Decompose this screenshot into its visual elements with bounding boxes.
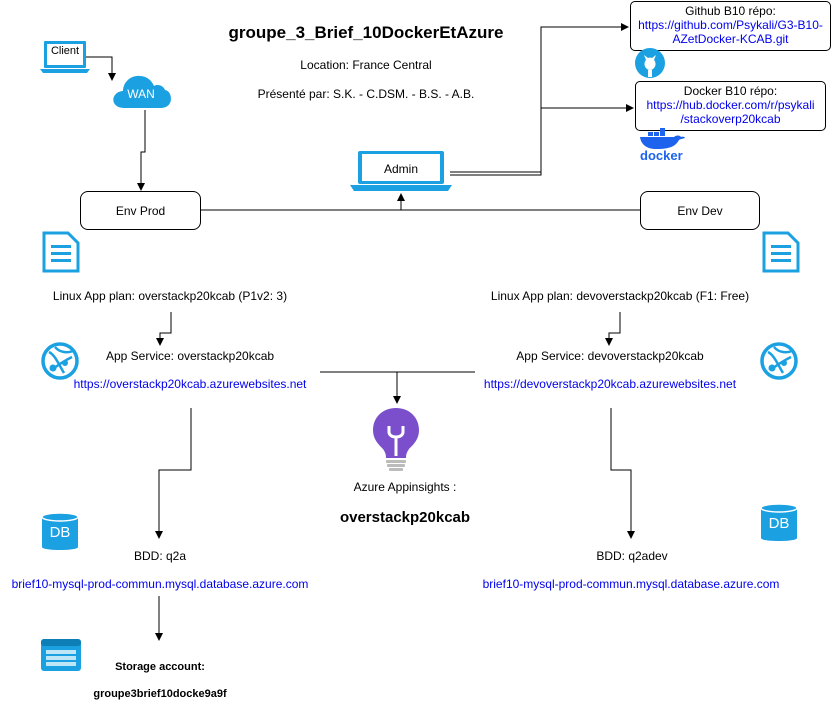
- cloud-icon: [113, 75, 171, 108]
- globe-icon: [41, 342, 79, 380]
- database-icon: [760, 503, 798, 541]
- appinsights-name: overstackp20kcab: [339, 509, 471, 526]
- github-repo-note: Github B10 répo: https://github.com/Psyk…: [630, 1, 831, 51]
- prod-app-url[interactable]: https://overstackp20kcab.azurewebsites.n…: [73, 377, 307, 391]
- github-repo-url-line2[interactable]: AZetDocker-KCAB.git: [672, 32, 789, 46]
- prod-app-service-node: [40, 341, 80, 381]
- location-label: Location: France Central: [300, 58, 432, 72]
- storage-node: [40, 638, 82, 672]
- database-icon: [41, 512, 79, 550]
- github-icon: [635, 48, 665, 78]
- client-node: Client: [40, 40, 90, 74]
- laptop-icon: [350, 151, 452, 191]
- lightbulb-icon: [373, 408, 419, 471]
- page-title: groupe_3_Brief_10DockerEtAzure: [228, 23, 504, 42]
- edge-wan-envprod: [137, 110, 146, 191]
- edge-admin-docker: [450, 104, 634, 176]
- edge-prodplan-appservice: [156, 312, 172, 346]
- prod-db-host[interactable]: brief10-mysql-prod-commun.mysql.database…: [11, 577, 309, 591]
- storage-name: groupe3brief10docke9a9f: [93, 688, 227, 700]
- edge-client-wan: [86, 56, 116, 81]
- globe-icon: [760, 342, 798, 380]
- env-dev-box: Env Dev: [640, 191, 760, 230]
- edge-devplan-appservice: [605, 312, 621, 346]
- docker-repo-url-line2[interactable]: /stackoverp20kcab: [680, 112, 781, 126]
- document-icon: [42, 231, 80, 273]
- dev-db-icon-text: DB: [768, 515, 790, 532]
- laptop-icon: [40, 41, 90, 73]
- dev-app-service-node: [759, 341, 799, 381]
- dev-db-host[interactable]: brief10-mysql-prod-commun.mysql.database…: [482, 577, 780, 591]
- github-repo-title: Github B10 répo:: [685, 4, 776, 18]
- presenters-label: Présenté par: S.K. - C.DSM. - B.S. - A.B…: [257, 87, 475, 101]
- env-prod-box: Env Prod: [80, 191, 201, 230]
- dev-db-label: BDD: q2adev: [596, 549, 668, 563]
- prod-app-service-label: App Service: overstackp20kcab: [105, 349, 275, 363]
- dev-app-service-label: App Service: devoverstackp20kcab: [516, 349, 704, 363]
- appinsights-node: [370, 406, 422, 472]
- docker-repo-title: Docker B10 répo:: [683, 84, 778, 98]
- prod-app-plan-label: Linux App plan: overstackp20kcab (P1v2: …: [52, 289, 288, 303]
- prod-db-node: DB: [41, 511, 79, 553]
- docker-repo-url-line1[interactable]: https://hub.docker.com/r/psykali: [646, 98, 815, 112]
- admin-label: Admin: [383, 162, 418, 176]
- dev-app-plan-label: Linux App plan: devoverstackp20kcab (F1:…: [490, 289, 750, 303]
- prod-db-icon-text: DB: [49, 524, 71, 541]
- appinsights-label: Azure Appinsights :: [353, 480, 457, 494]
- dev-db-node: DB: [760, 502, 798, 544]
- dev-app-plan-node: [762, 231, 800, 273]
- storage-icon: [41, 639, 81, 671]
- prod-app-plan-node: [42, 231, 80, 273]
- admin-node: Admin: [350, 150, 452, 192]
- github-node: [635, 46, 665, 80]
- dev-app-url[interactable]: https://devoverstackp20kcab.azurewebsite…: [483, 377, 737, 391]
- document-icon: [762, 231, 800, 273]
- docker-logo-text: docker: [640, 148, 683, 163]
- edge-prodapp-db: [155, 408, 192, 539]
- client-label: Client: [50, 45, 80, 57]
- docker-node: docker: [638, 128, 686, 164]
- docker-repo-note: Docker B10 répo: https://hub.docker.com/…: [635, 81, 826, 131]
- edge-admin-github: [450, 23, 629, 173]
- edge-devapp-db: [610, 408, 635, 539]
- storage-label: Storage account:: [115, 661, 205, 673]
- docker-icon: [640, 128, 685, 149]
- wan-node: WAN: [110, 72, 172, 110]
- github-repo-url-line1[interactable]: https://github.com/Psykali/G3-B10-: [638, 18, 823, 32]
- wan-label: WAN: [127, 87, 155, 101]
- prod-db-label: BDD: q2a: [133, 549, 187, 563]
